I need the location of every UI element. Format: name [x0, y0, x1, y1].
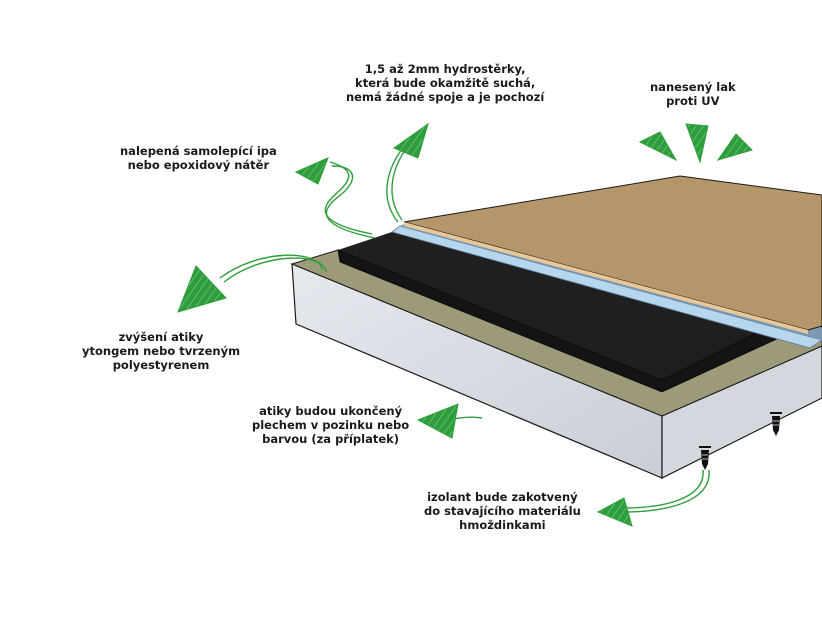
- arrow-line-atika: [219, 254, 323, 279]
- top-surface: [403, 175, 822, 334]
- label-line: barvou (za příplatek): [262, 432, 400, 446]
- label-line: plechem v pozinku nebo: [252, 418, 410, 432]
- arrow-line-izolant: [623, 469, 710, 513]
- arrowhead-uv-left: [638, 131, 678, 162]
- top-surface-face: [403, 175, 822, 331]
- label-line: nebo epoxidový nátěr: [127, 158, 270, 172]
- arrow-line-izolant: [623, 469, 704, 509]
- anchor-icon: [699, 446, 711, 470]
- arrowhead-uv-right: [716, 133, 753, 161]
- arrow-line-ipa: [324, 161, 373, 235]
- black-layer-front: [337, 249, 822, 393]
- label-atika: zvýšení atiky ytongem nebo tvrzeným poly…: [82, 330, 240, 372]
- label-uv-lak: nanesený lak proti UV: [650, 80, 736, 108]
- label-line: izolant bude zakotvený: [427, 490, 578, 504]
- label-line: nalepená samolepící ipa: [120, 144, 277, 158]
- arrowhead-izolant: [596, 497, 633, 527]
- label-line: proti UV: [666, 94, 720, 108]
- arrow-line-ipa: [325, 165, 376, 239]
- label-line: která bude okamžitě suchá,: [355, 76, 536, 90]
- label-izolant: izolant bude zakotvený do stavajícího ma…: [424, 490, 581, 532]
- arrow-line-hydro: [386, 144, 406, 223]
- arrow-line-hydro: [391, 145, 409, 221]
- label-line: hmoždinkami: [459, 518, 546, 532]
- label-plech: atiky budou ukončený plechem v pozinku n…: [252, 404, 409, 446]
- arrowhead-hydro: [392, 122, 429, 159]
- arrow-line-atika: [223, 257, 327, 283]
- label-line: do stavajícího materiálu: [424, 504, 581, 518]
- label-line: zvýšení atiky: [118, 330, 204, 344]
- top-surface-edge: [404, 222, 808, 334]
- arrowhead-uv-center: [685, 123, 709, 164]
- label-hydrostěrka: 1,5 až 2mm hydrostěrky, která bude okamž…: [346, 62, 544, 104]
- label-line: nanesený lak: [650, 80, 736, 94]
- anchor-icon: [770, 412, 782, 436]
- label-ipa: nalepená samolepící ipa nebo epoxidový n…: [120, 144, 277, 172]
- label-line: 1,5 až 2mm hydrostěrky,: [364, 62, 526, 76]
- label-line: ytongem nebo tvrzeným: [82, 344, 241, 358]
- arrowhead-atika: [177, 265, 227, 313]
- hydro-layer-light: [391, 225, 822, 349]
- label-line: polyestyrenem: [112, 358, 210, 372]
- label-line: atiky budou ukončený: [259, 404, 403, 418]
- arrowhead-ipa: [294, 157, 329, 185]
- label-line: nemá žádné spoje a je pochozí: [346, 90, 545, 104]
- arrowhead-plech: [416, 403, 459, 439]
